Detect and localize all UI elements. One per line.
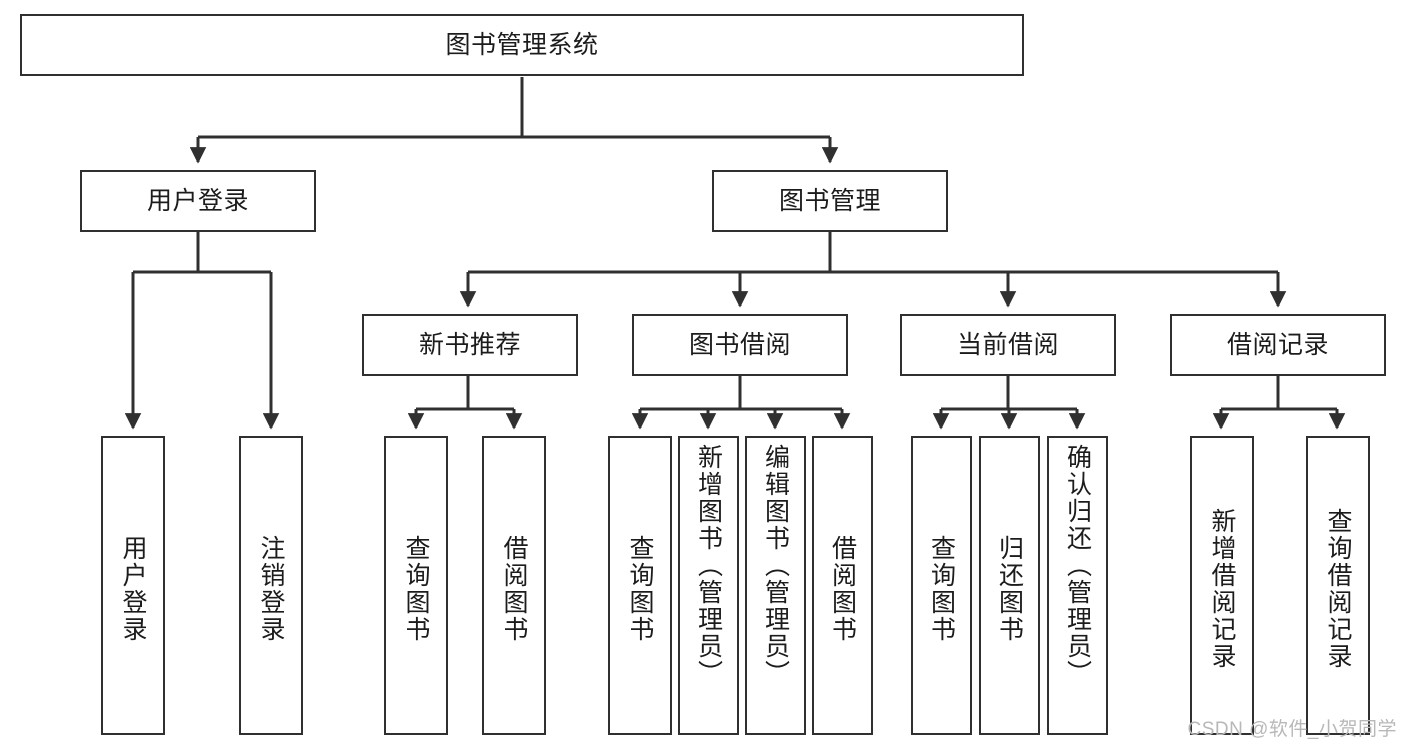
- node-leaf-add-record[interactable]: 新增借阅记录: [1190, 436, 1254, 735]
- node-root[interactable]: 图书管理系统: [20, 14, 1024, 76]
- node-leaf-user-login[interactable]: 用户登录: [101, 436, 165, 735]
- node-leaf-return-book[interactable]: 归还图书: [979, 436, 1040, 735]
- node-book-manage[interactable]: 图书管理: [712, 170, 948, 232]
- node-borrow-record[interactable]: 借阅记录: [1170, 314, 1386, 376]
- node-leaf-query-record-label: 查询借阅记录: [1324, 507, 1352, 670]
- node-new-book-rec-label: 新书推荐: [418, 330, 521, 359]
- node-current-borrow[interactable]: 当前借阅: [900, 314, 1116, 376]
- node-root-label: 图书管理系统: [445, 30, 599, 59]
- node-leaf-borrow-book-1-label: 借阅图书: [500, 534, 528, 643]
- node-leaf-query-record[interactable]: 查询借阅记录: [1306, 436, 1370, 735]
- node-leaf-query-book-2[interactable]: 查询图书: [608, 436, 672, 735]
- node-user-login-label: 用户登录: [146, 186, 249, 215]
- node-leaf-borrow-book-1[interactable]: 借阅图书: [482, 436, 546, 735]
- node-leaf-add-record-label: 新增借阅记录: [1208, 507, 1236, 670]
- node-book-borrow[interactable]: 图书借阅: [632, 314, 848, 376]
- node-leaf-borrow-book-2-label: 借阅图书: [828, 534, 857, 643]
- node-current-borrow-label: 当前借阅: [956, 330, 1059, 359]
- node-leaf-user-login-label: 用户登录: [119, 534, 147, 643]
- node-new-book-rec[interactable]: 新书推荐: [362, 314, 578, 376]
- node-leaf-return-book-label: 归还图书: [995, 534, 1024, 643]
- node-leaf-query-book-1[interactable]: 查询图书: [384, 436, 448, 735]
- node-leaf-query-book-3-label: 查询图书: [927, 534, 956, 643]
- node-leaf-logout[interactable]: 注销登录: [239, 436, 303, 735]
- node-leaf-add-book-label: 新增图书（管理员）: [694, 444, 723, 687]
- node-leaf-borrow-book-2[interactable]: 借阅图书: [812, 436, 873, 735]
- node-leaf-confirm-return-label: 确认归还（管理员）: [1063, 444, 1092, 687]
- node-user-login[interactable]: 用户登录: [80, 170, 316, 232]
- node-leaf-logout-label: 注销登录: [257, 534, 285, 643]
- node-book-manage-label: 图书管理: [778, 186, 881, 215]
- node-leaf-edit-book[interactable]: 编辑图书（管理员）: [745, 436, 806, 735]
- node-leaf-query-book-1-label: 查询图书: [402, 534, 430, 643]
- node-leaf-edit-book-label: 编辑图书（管理员）: [761, 444, 790, 687]
- node-leaf-query-book-3[interactable]: 查询图书: [911, 436, 972, 735]
- node-leaf-confirm-return[interactable]: 确认归还（管理员）: [1047, 436, 1108, 735]
- node-leaf-query-book-2-label: 查询图书: [626, 534, 654, 643]
- node-borrow-record-label: 借阅记录: [1226, 330, 1329, 359]
- node-leaf-add-book[interactable]: 新增图书（管理员）: [678, 436, 739, 735]
- node-book-borrow-label: 图书借阅: [688, 330, 791, 359]
